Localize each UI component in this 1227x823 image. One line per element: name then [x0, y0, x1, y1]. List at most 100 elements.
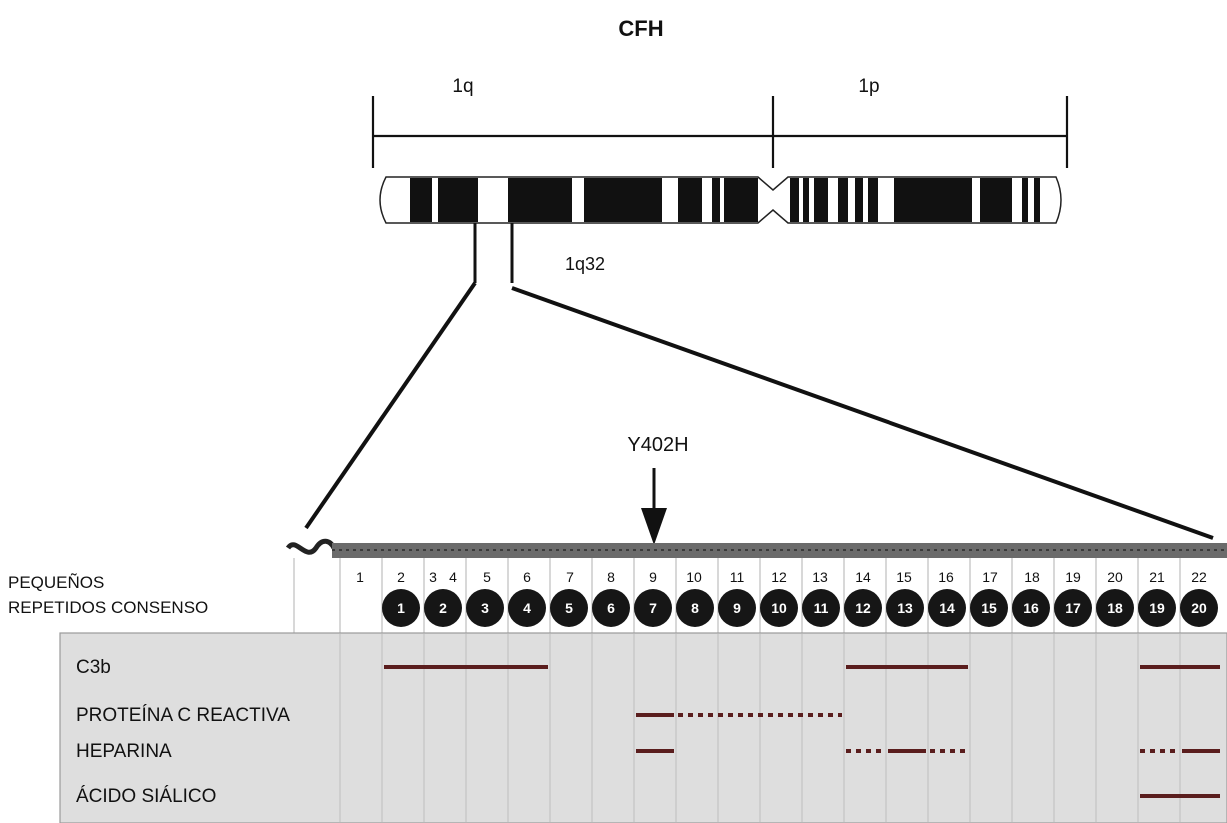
ligand-label: ÁCIDO SIÁLICO — [76, 786, 216, 807]
scr-number: 15 — [981, 600, 997, 616]
scr-circle — [508, 589, 546, 627]
exon-number: 4 — [449, 569, 457, 585]
scr-circle — [1096, 589, 1134, 627]
chromosome-band — [508, 178, 572, 222]
exon-number: 8 — [607, 569, 615, 585]
arm-label-p: 1p — [858, 76, 879, 97]
exon-number: 21 — [1149, 569, 1165, 585]
scr-number: 5 — [565, 600, 573, 616]
scr-circle — [592, 589, 630, 627]
scr-number: 7 — [649, 600, 657, 616]
band-locator — [473, 223, 514, 283]
exon-number: 5 — [483, 569, 491, 585]
exon-number: 6 — [523, 569, 531, 585]
exon-number: 12 — [771, 569, 787, 585]
scr-number: 8 — [691, 600, 699, 616]
scr-circle — [676, 589, 714, 627]
scr-number: 19 — [1149, 600, 1165, 616]
scr-number: 6 — [607, 600, 615, 616]
scr-circle — [1054, 589, 1092, 627]
scr-number: 13 — [897, 600, 913, 616]
zoom-lines — [304, 281, 1214, 540]
scr-circle — [634, 589, 672, 627]
ligand-label: HEPARINA — [76, 741, 172, 762]
chromosome-ideogram — [379, 176, 1062, 224]
scr-number: 18 — [1107, 600, 1123, 616]
chromosome-band — [678, 178, 702, 222]
chromosome-band — [790, 178, 799, 222]
ligand-label: PROTEÍNA C REACTIVA — [76, 705, 290, 726]
scr-number: 11 — [814, 600, 829, 616]
scr-number: 4 — [523, 600, 531, 616]
scr-circle — [1138, 589, 1176, 627]
exon-number: 10 — [686, 569, 702, 585]
exon-number: 3 — [429, 569, 437, 585]
exon-number: 2 — [397, 569, 405, 585]
scr-circle — [1012, 589, 1050, 627]
chromosome-band — [724, 178, 758, 222]
scr-circle — [466, 589, 504, 627]
exon-number: 20 — [1107, 569, 1123, 585]
chromosome-band — [1034, 178, 1040, 222]
ligand-panel — [59, 632, 1227, 823]
ligand-panel-grid — [339, 634, 1181, 822]
exon-number: 18 — [1024, 569, 1040, 585]
exon-grid — [293, 558, 1181, 633]
chromosome-band — [438, 178, 478, 222]
exon-number: 16 — [938, 569, 954, 585]
chromosome-band — [868, 178, 878, 222]
chromosome-band — [855, 178, 863, 222]
scr-circle — [424, 589, 462, 627]
exon-number: 14 — [855, 569, 871, 585]
exon-number: 13 — [812, 569, 828, 585]
mutation-label: Y402H — [627, 434, 688, 456]
scr-number: 20 — [1191, 600, 1207, 616]
scr-circle — [802, 589, 840, 627]
scr-circle — [1180, 589, 1218, 627]
scr-number: 10 — [771, 600, 787, 616]
chromosome-band — [803, 178, 809, 222]
scr-circle — [844, 589, 882, 627]
arm-bracket — [371, 96, 1069, 168]
scr-circle — [886, 589, 924, 627]
exon-number: 22 — [1191, 569, 1207, 585]
scr-circle — [928, 589, 966, 627]
chromosome-band — [838, 178, 848, 222]
scr-circle — [382, 589, 420, 627]
mutation-arrow — [641, 468, 667, 545]
chromosome-band — [712, 178, 720, 222]
chromosome-bands — [410, 178, 1040, 222]
chromosome-band — [894, 178, 972, 222]
chromosome-band — [1022, 178, 1028, 222]
scr-number: 3 — [481, 600, 489, 616]
exon-number: 19 — [1065, 569, 1081, 585]
chromosome-band — [814, 178, 828, 222]
arm-label-q: 1q — [452, 76, 473, 97]
scr-circle — [550, 589, 588, 627]
scr-number: 12 — [855, 600, 871, 616]
scr-number: 1 — [397, 600, 405, 616]
scr-number: 14 — [939, 600, 955, 616]
exon-number: 9 — [649, 569, 657, 585]
exon-number: 17 — [982, 569, 998, 585]
scr-circle — [970, 589, 1008, 627]
scr-number: 17 — [1065, 600, 1081, 616]
gene-backbone — [285, 538, 1227, 558]
exon-number: 1 — [356, 569, 364, 585]
scr-number: 16 — [1023, 600, 1039, 616]
scr-header-line1: PEQUEÑOS — [8, 573, 104, 592]
gene-title: CFH — [618, 16, 663, 41]
exon-number: 11 — [730, 569, 745, 585]
exon-number: 7 — [566, 569, 574, 585]
scr-circle — [760, 589, 798, 627]
scr-header-line2: REPETIDOS CONSENSO — [8, 598, 208, 617]
scr-circle — [718, 589, 756, 627]
chromosome-band — [980, 178, 1012, 222]
chromosome-band — [410, 178, 432, 222]
chromosome-band — [584, 178, 662, 222]
ligand-label: C3b — [76, 657, 111, 678]
